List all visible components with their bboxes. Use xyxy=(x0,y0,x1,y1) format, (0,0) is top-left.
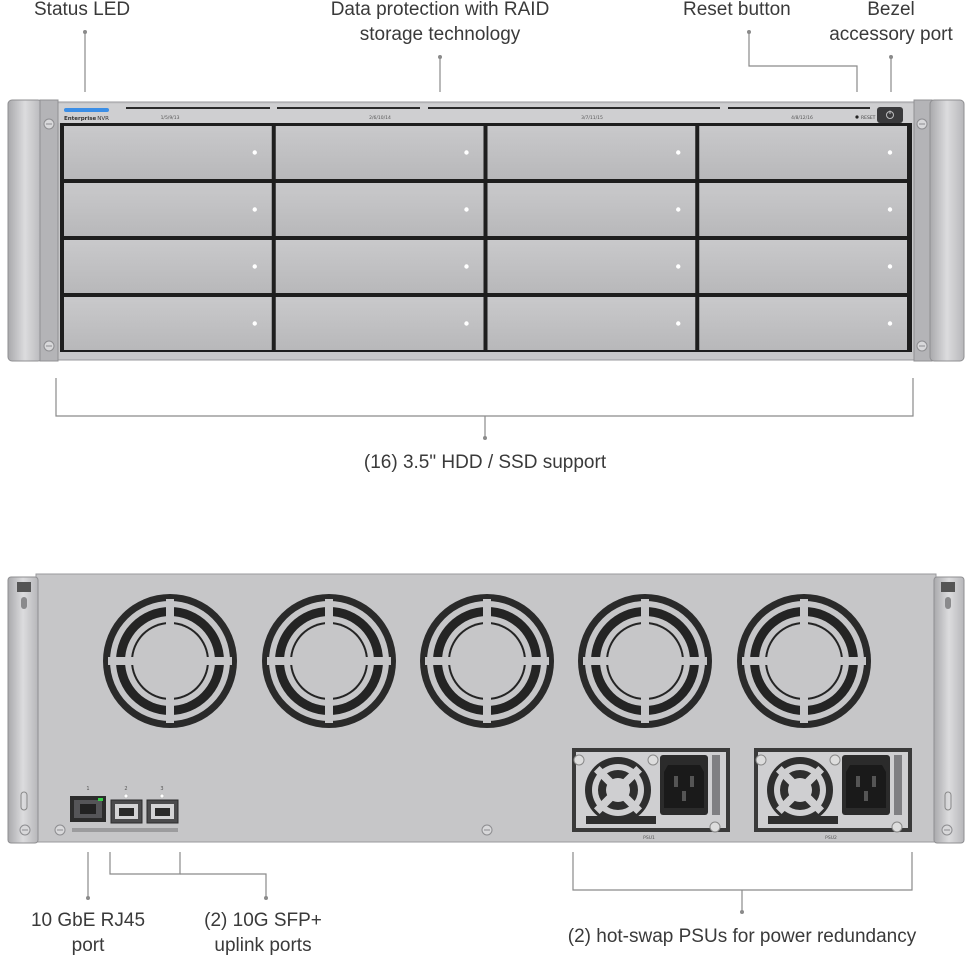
right-rack-ear xyxy=(913,99,965,362)
reset-button-label: Reset button xyxy=(683,0,791,20)
drive-bay-3[interactable] xyxy=(64,240,272,293)
front-callouts xyxy=(55,30,914,440)
status-led xyxy=(64,108,109,112)
drive-support-label: (16) 3.5" HDD / SSD support xyxy=(363,452,607,473)
rj45-port-icon[interactable] xyxy=(70,796,106,822)
sfp-port-icon-2[interactable] xyxy=(146,799,179,824)
drive-bay-2[interactable] xyxy=(64,183,272,236)
rear-callouts xyxy=(86,852,913,914)
drive-bay-11[interactable] xyxy=(487,240,696,293)
brand-text: EnterpriseNVR xyxy=(64,116,109,122)
raid-label-line1: Data protection with RAID xyxy=(330,0,550,20)
front-view: EnterpriseNVR 1/5/9/13 2/6/10/14 3/7/11/… xyxy=(7,30,965,440)
drive-bay-1[interactable] xyxy=(64,126,272,179)
drive-led-6 xyxy=(464,207,469,212)
front-top-strip xyxy=(56,104,916,123)
bay-group-label-3: 3/7/11/15 xyxy=(581,115,603,121)
drive-led-8 xyxy=(464,321,469,326)
rear-left-ear xyxy=(7,576,39,844)
drive-bay-15[interactable] xyxy=(699,240,907,293)
sfp-port-icon-1[interactable] xyxy=(110,799,143,824)
left-rack-ear xyxy=(7,99,59,362)
drive-bay-16[interactable] xyxy=(699,297,907,350)
drive-bay-4[interactable] xyxy=(64,297,272,350)
drive-led-11 xyxy=(676,264,681,269)
bezel-label-line1: Bezel xyxy=(867,0,915,20)
bay-group-label-4: 4/8/12/16 xyxy=(791,115,813,121)
rj45-label-line2: port xyxy=(71,935,105,956)
drive-bays xyxy=(64,126,907,350)
drive-bay-8[interactable] xyxy=(275,297,484,350)
fan-icon-1 xyxy=(103,594,237,728)
raid-label: Data protection with RAID storage techno… xyxy=(315,0,565,47)
drive-led-15 xyxy=(887,264,893,269)
psu-label: (2) hot-swap PSUs for power redundancy xyxy=(567,926,917,947)
rear-view: 1 2 3 xyxy=(7,573,965,914)
drive-led-10 xyxy=(676,207,681,212)
drive-led-7 xyxy=(464,264,469,269)
power-icon xyxy=(886,110,894,119)
fan-icon-5 xyxy=(737,594,871,728)
drive-led-1 xyxy=(252,150,257,155)
psu-fan-icon-1 xyxy=(585,757,651,823)
drive-bay-9[interactable] xyxy=(487,126,696,179)
drive-led-9 xyxy=(676,150,681,155)
bezel-port-label: Bezel accessory port xyxy=(822,0,960,47)
drive-bay-13[interactable] xyxy=(699,126,907,179)
drive-bay-14[interactable] xyxy=(699,183,907,236)
sfp-label-line2: uplink ports xyxy=(214,935,312,956)
psu-name-2: PSU2 xyxy=(825,835,837,841)
port-number-3: 3 xyxy=(160,786,163,792)
ac-inlet-icon-1 xyxy=(660,755,708,815)
drive-led-2 xyxy=(252,207,257,212)
port-number-2: 2 xyxy=(124,786,127,792)
psu-2[interactable]: PSU2 xyxy=(754,748,912,841)
drive-led-13 xyxy=(887,150,893,155)
psu-fan-icon-2 xyxy=(767,757,833,823)
sfp-label-line1: (2) 10G SFP+ xyxy=(204,910,322,931)
rear-right-ear xyxy=(933,576,965,844)
drive-bay-12[interactable] xyxy=(487,297,696,350)
psu-1[interactable]: PSU1 xyxy=(572,748,730,841)
port-number-1: 1 xyxy=(86,786,89,792)
psu-name-1: PSU1 xyxy=(643,835,655,841)
ac-inlet-icon-2 xyxy=(842,755,890,815)
drive-led-16 xyxy=(887,321,893,326)
drive-bay-6[interactable] xyxy=(275,183,484,236)
drive-bay-5[interactable] xyxy=(275,126,484,179)
drive-led-4 xyxy=(252,321,257,326)
raid-label-line2: storage technology xyxy=(359,24,521,45)
drive-led-3 xyxy=(252,264,257,269)
fan-icon-2 xyxy=(262,594,396,728)
drive-led-14 xyxy=(887,207,893,212)
bay-group-label-2: 2/6/10/14 xyxy=(369,115,391,121)
bezel-label-line2: accessory port xyxy=(829,24,953,45)
drive-led-12 xyxy=(676,321,681,326)
rj45-port-label: 10 GbE RJ45 port xyxy=(20,908,156,958)
drive-bay-7[interactable] xyxy=(275,240,484,293)
bay-group-label-1: 1/5/9/13 xyxy=(161,115,180,121)
drive-bay-10[interactable] xyxy=(487,183,696,236)
status-led-label: Status LED xyxy=(34,0,131,20)
rj45-label-line1: 10 GbE RJ45 xyxy=(30,910,146,931)
reset-button[interactable] xyxy=(855,115,859,119)
drive-led-5 xyxy=(464,150,469,155)
fan-icon-3 xyxy=(420,594,554,728)
bezel-accessory-port[interactable] xyxy=(877,107,903,123)
reset-text: RESET xyxy=(861,115,876,121)
fan-icon-4 xyxy=(578,594,712,728)
sfp-ports-label: (2) 10G SFP+ uplink ports xyxy=(196,908,330,958)
